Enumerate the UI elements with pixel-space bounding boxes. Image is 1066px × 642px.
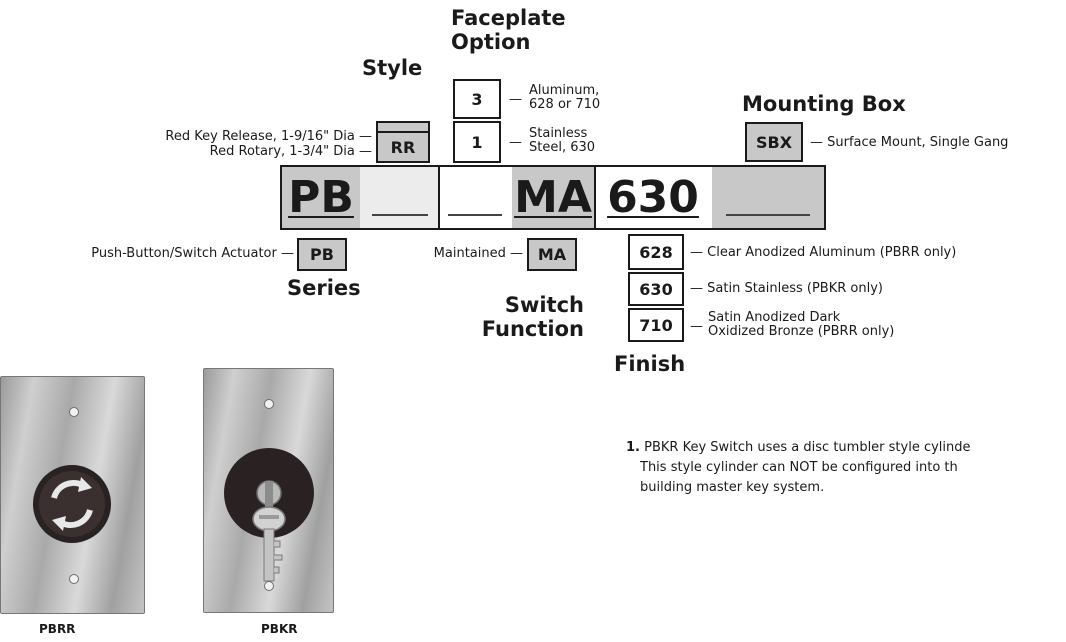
finish-628-label: — Clear Anodized Aluminum (PBRR only) (690, 245, 956, 261)
series-pb-box: PB (297, 238, 347, 271)
footnote-number: 1. (626, 440, 640, 455)
mounting-sbx-label: — Surface Mount, Single Gang (810, 135, 1008, 151)
style-kr-label: Red Key Release, 1-9/16" Dia — (165, 129, 372, 145)
finish-header: Finish (614, 352, 685, 376)
faceplate-1-box: 1 (453, 121, 501, 163)
style-blank-line (372, 214, 428, 216)
footnote: 1. PBKR Key Switch uses a disc tumbler s… (626, 438, 1066, 498)
faceplate-3-label: — Aluminum, 628 or 710 (509, 84, 600, 113)
key-switch-icon (219, 443, 319, 603)
series-header: Series (287, 276, 361, 300)
main-cell-style (360, 165, 440, 230)
footnote-line1: PBKR Key Switch uses a disc tumbler styl… (644, 440, 970, 455)
switch-function-header-line2: Function (482, 317, 584, 341)
pbkr-caption: PBKR (261, 622, 297, 636)
mounting-box-header: Mounting Box (742, 92, 906, 116)
switch-function-header: Switch Function (482, 293, 584, 341)
finish-630-label: — Satin Stainless (PBKR only) (690, 281, 883, 297)
rotary-button-icon (32, 464, 112, 544)
faceplate-blank-line (448, 214, 502, 216)
pbrr-caption: PBRR (39, 622, 75, 636)
main-finish-code: 630 (607, 172, 699, 223)
pbkr-photo (203, 368, 334, 613)
finish-710-label: — Satin Anodized Dark Oxidized Bronze (P… (690, 311, 894, 340)
series-pb-label: Push-Button/Switch Actuator — (91, 246, 294, 262)
style-rr-label: Red Rotary, 1-3/4" Dia — (210, 144, 372, 160)
pbrr-photo (0, 376, 145, 614)
faceplate-header-line1: Faceplate (451, 6, 566, 30)
footnote-line2: This style cylinder can NOT be configure… (626, 458, 1066, 478)
faceplate-option-header: Faceplate Option (451, 6, 566, 54)
faceplate-3-box: 3 (453, 79, 501, 119)
screw-icon (69, 574, 79, 584)
main-cell-mounting-box (712, 165, 826, 230)
style-rr-box: RR (376, 131, 430, 163)
screw-icon (264, 581, 274, 591)
main-cell-finish: 630 (594, 165, 714, 230)
finish-630-box: 630 (628, 272, 684, 306)
switch-ma-box: MA (527, 238, 577, 271)
switch-function-header-line1: Switch (482, 293, 584, 317)
main-cell-faceplate (438, 165, 514, 230)
mounting-sbx-box: SBX (745, 122, 803, 162)
footnote-line3: building master key system. (626, 478, 1066, 498)
main-cell-series: PB (280, 165, 362, 230)
switch-ma-label: Maintained — (434, 246, 523, 262)
faceplate-1-label: — Stainless Steel, 630 (509, 127, 595, 156)
main-switch-function-code: MA (514, 172, 592, 223)
finish-710-box: 710 (628, 308, 684, 342)
finish-628-box: 628 (628, 234, 684, 270)
main-series-code: PB (288, 172, 354, 223)
style-header: Style (362, 56, 422, 80)
main-cell-switch-function: MA (512, 165, 596, 230)
mounting-blank-line (726, 214, 810, 216)
faceplate-header-line2: Option (451, 30, 566, 54)
screw-icon (264, 399, 274, 409)
screw-icon (69, 407, 79, 417)
